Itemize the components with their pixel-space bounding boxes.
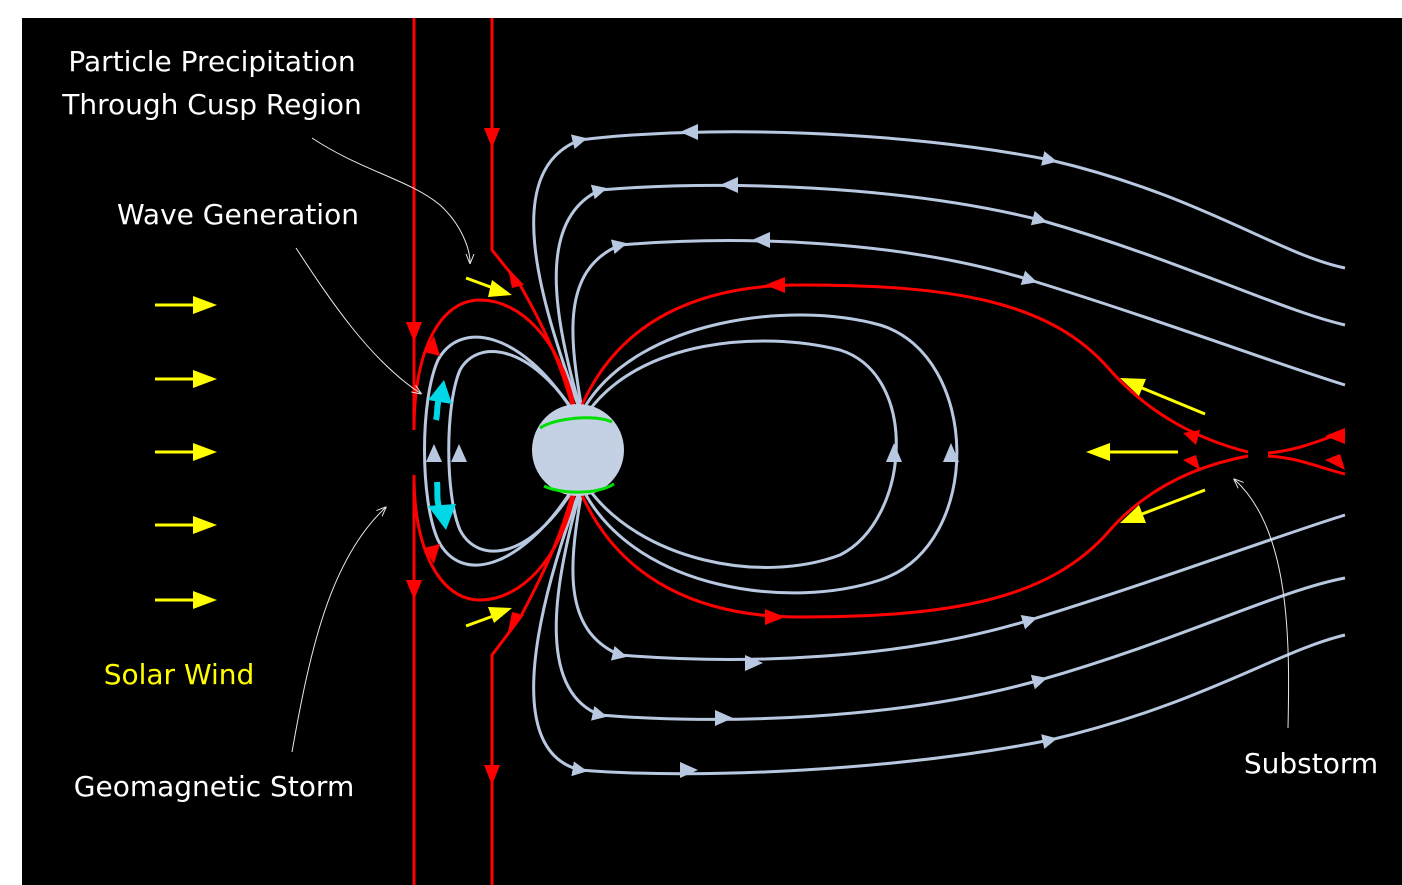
tail-line-north-2 (554, 183, 1346, 409)
storm-label: Geomagnetic Storm (74, 770, 354, 803)
tail-line-north-1 (532, 130, 1346, 406)
closed-loop-outer (584, 313, 959, 595)
red-arrow-left (765, 277, 785, 293)
dayside-loop-inner (447, 350, 576, 553)
auroral-oval-north (539, 416, 613, 430)
field-arrow-left (680, 124, 698, 140)
substorm-arrows (1086, 378, 1206, 523)
dayside-field-arrows (426, 444, 467, 462)
dayside-reconnected-lower (412, 474, 576, 602)
tail-field-arrows (680, 124, 770, 778)
red-arrow-down (484, 765, 500, 785)
label-pointers (291, 137, 1290, 753)
arrow-icon (465, 607, 512, 628)
wave-label: Wave Generation (117, 198, 359, 231)
tail-field-lines (532, 130, 1346, 777)
tail-line-north-3 (571, 239, 1346, 411)
tail-line-south-1 (571, 489, 1346, 661)
cusp-pointer (311, 137, 470, 262)
red-arrow-left-tail (1183, 430, 1200, 445)
auroral-oval-south (543, 482, 615, 494)
red-arrow-down-dayside (424, 544, 440, 564)
nightside-reconnected-lower (580, 454, 1249, 619)
field-arrow-up (426, 444, 442, 462)
red-arrow-up-dayside (424, 336, 440, 356)
red-arrow-down (406, 580, 422, 600)
substorm-label: Substorm (1244, 747, 1378, 780)
tail-line-south-2 (554, 491, 1346, 721)
field-arrow-up (451, 444, 467, 462)
reconnection-arrows (406, 128, 1345, 785)
nightside-closed-arrows (886, 443, 959, 462)
arrow-right-icon (155, 516, 217, 534)
red-arrow-down (484, 128, 500, 148)
field-arrow-up (886, 443, 902, 462)
storm-pointer (291, 508, 385, 753)
field-arrow-right (715, 710, 733, 726)
dayside-reconnected-upper (412, 298, 576, 431)
arrow-icon (1120, 488, 1206, 523)
tail-line-south-3 (532, 494, 1346, 777)
field-arrow-right (745, 655, 763, 671)
wave-arrows (428, 380, 456, 530)
cusp-label-line1: Particle Precipitation (68, 45, 355, 78)
red-arrow-right-tail (1183, 455, 1200, 470)
arrow-icon (1086, 443, 1178, 461)
arrow-right-icon (155, 443, 217, 461)
solar-wind-label: Solar Wind (104, 658, 255, 691)
background (22, 18, 1402, 885)
field-arrow-left (752, 232, 770, 248)
earth-globe-icon (532, 404, 624, 496)
arrow-right-icon (155, 296, 217, 314)
field-arrow-left (720, 177, 738, 193)
wave-arrow-down (428, 481, 456, 530)
dayside-field-lines (423, 335, 576, 567)
arrow-right-icon (155, 591, 217, 609)
red-arrow-right-far (1325, 454, 1345, 470)
red-arrow-down (406, 322, 422, 342)
wave-pointer (295, 247, 420, 393)
cusp-arrows (465, 276, 512, 628)
field-arrow-up (943, 443, 959, 462)
arrow-icon (1120, 378, 1206, 416)
cusp-label-line2: Through Cusp Region (61, 88, 361, 121)
solar-wind-arrows (155, 296, 217, 609)
field-arrow-right (680, 762, 698, 778)
wave-arrow-up (428, 380, 452, 421)
red-arrow-right (765, 609, 785, 625)
dayside-loop-outer (423, 335, 574, 567)
red-arrow-cusp-upper (508, 268, 524, 288)
nightside-reconnected-upper (580, 283, 1249, 454)
red-arrow-left-far (1325, 428, 1345, 444)
arrow-right-icon (155, 370, 217, 388)
arrow-icon (465, 276, 512, 297)
substorm-pointer (1235, 480, 1290, 729)
red-arrow-cusp-lower (508, 612, 524, 632)
tail-xline-lower (1267, 454, 1346, 476)
